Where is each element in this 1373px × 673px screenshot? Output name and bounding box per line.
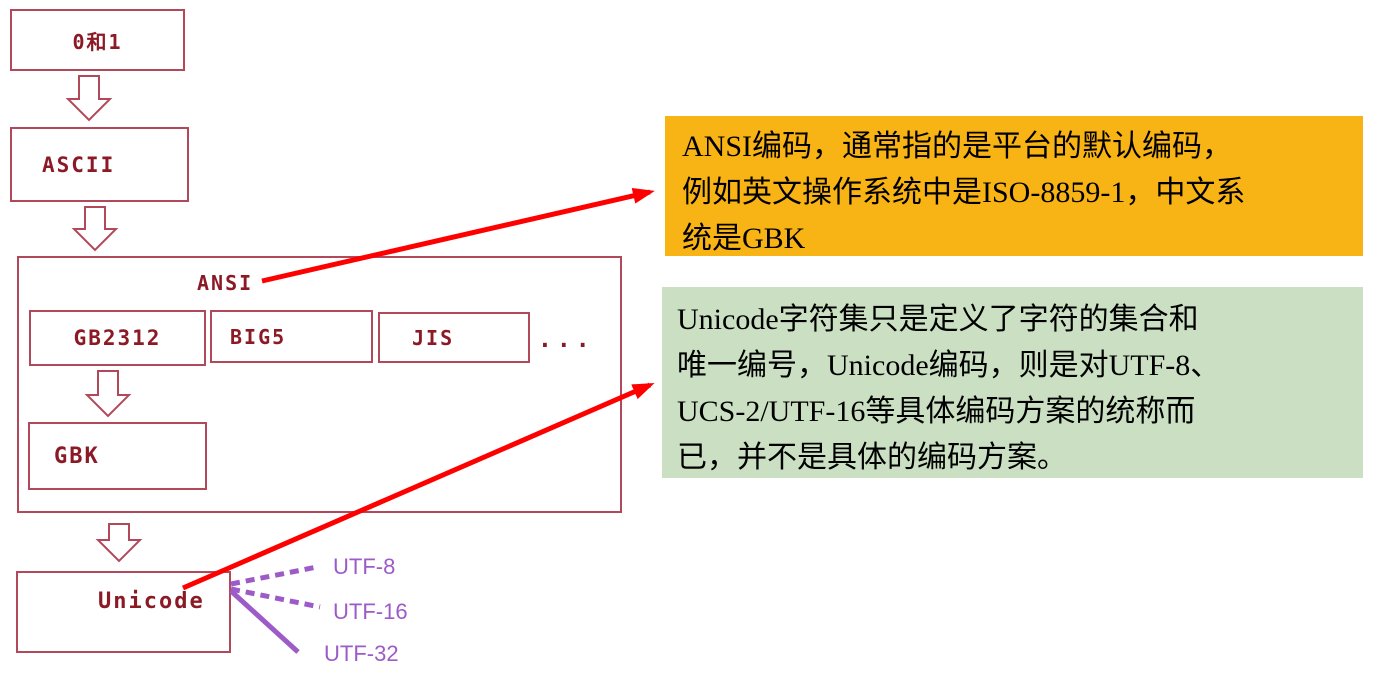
node-gb2312: GB2312 — [29, 310, 206, 366]
utf32-label: UTF-32 — [324, 641, 399, 666]
node-jis-label: JIS — [412, 325, 455, 350]
node-big5: BIG5 — [210, 310, 373, 363]
utf8-connector-line — [230, 564, 318, 587]
node-gbk-label: GBK — [54, 443, 100, 469]
node-binary-label: 0和1 — [72, 29, 123, 54]
ansi-group-label: ANSI — [197, 271, 254, 295]
utf32-connector-line — [229, 589, 300, 654]
node-ascii: ASCII — [10, 127, 189, 202]
flow-arrow-binary-to-ascii — [65, 75, 113, 122]
utf8-label: UTF-8 — [333, 554, 396, 579]
node-gb2312-label: GB2312 — [73, 326, 162, 350]
node-unicode-label: Unicode — [98, 589, 205, 614]
utf16-connector-line — [230, 586, 321, 610]
node-ascii-label: ASCII — [42, 152, 116, 177]
more-encodings-ellipsis: ... — [538, 327, 595, 353]
node-jis: JIS — [378, 312, 530, 363]
unicode-note: Unicode字符集只是定义了字符的集合和 唯一编号，Unicode编码，则是对… — [662, 287, 1363, 478]
node-big5-label: BIG5 — [230, 324, 287, 349]
flow-arrow-ascii-to-ansi — [71, 206, 119, 252]
node-gbk: GBK — [28, 422, 207, 490]
utf16-label: UTF-16 — [333, 599, 408, 624]
node-binary: 0和1 — [10, 9, 185, 71]
node-unicode: Unicode — [16, 571, 231, 653]
flow-arrow-ansi-to-unicode — [95, 523, 143, 563]
ansi-note: ANSI编码，通常指的是平台的默认编码， 例如英文操作系统中是ISO-8859-… — [665, 116, 1363, 256]
